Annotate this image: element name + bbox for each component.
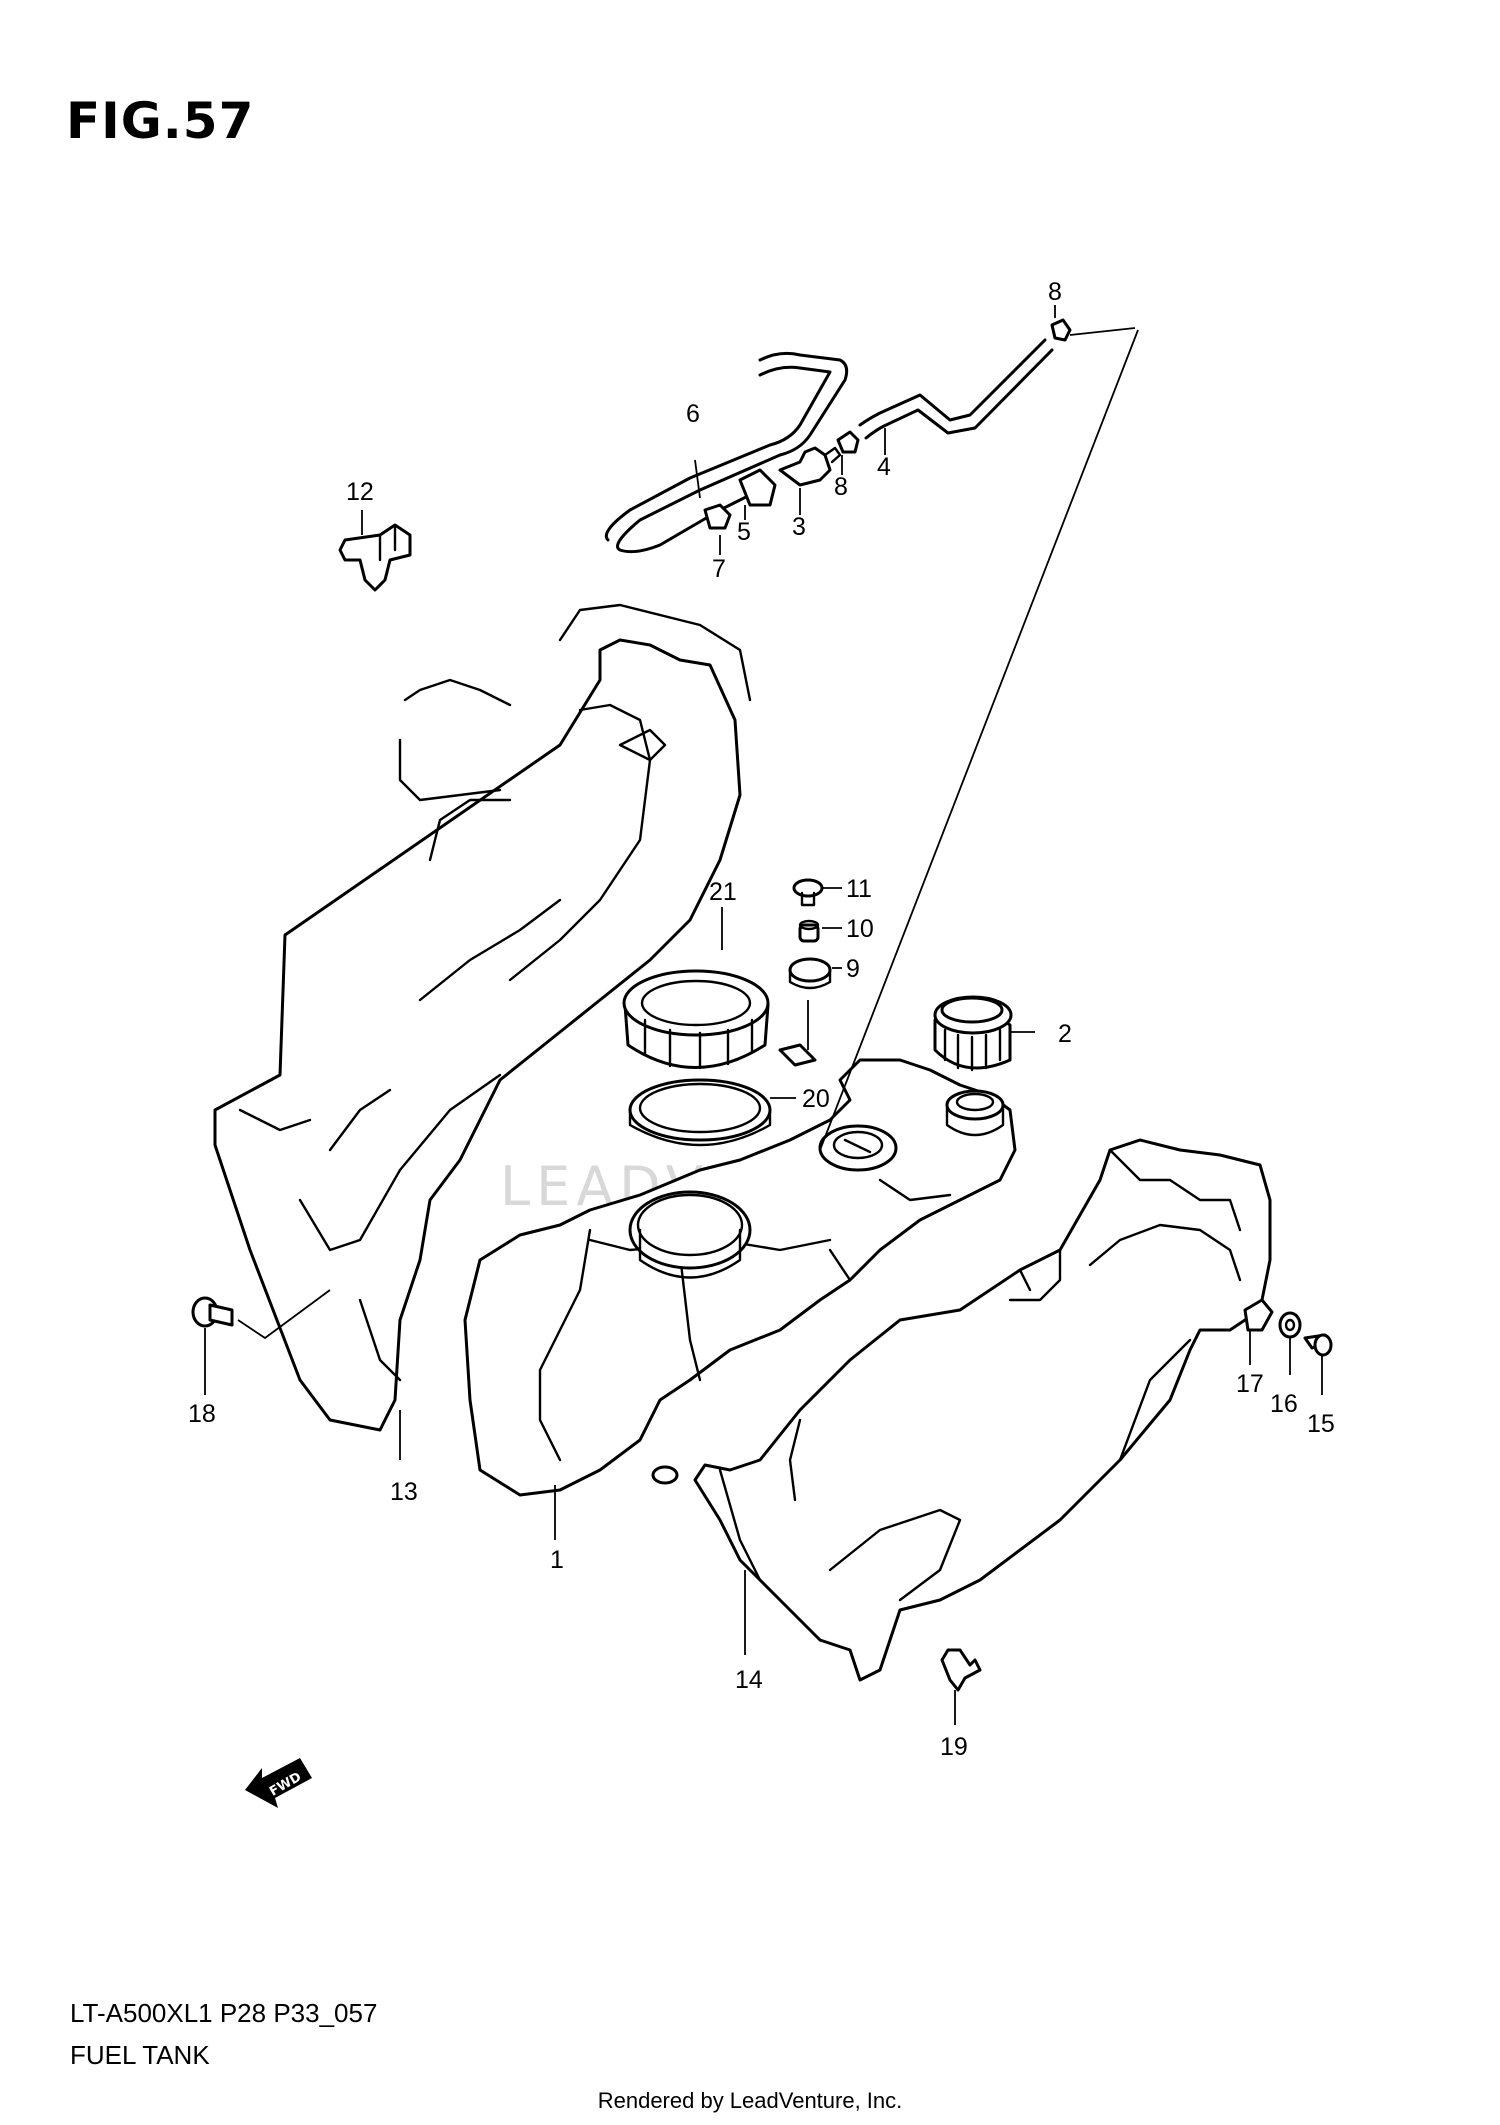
- leader-line-18: [237, 1289, 331, 1340]
- part-18-bolt[interactable]: [191, 1296, 234, 1328]
- part-4-hose[interactable]: [858, 338, 1054, 440]
- callout-16: 16: [1270, 1390, 1298, 1418]
- part-13-left-cover[interactable]: [213, 603, 752, 1432]
- part-12-clamp[interactable]: [338, 523, 412, 592]
- part-1-fuel-tank[interactable]: [463, 1058, 1017, 1497]
- part-20-gasket[interactable]: [628, 1078, 772, 1147]
- fwd-arrow: FWD: [245, 1758, 312, 1808]
- part-7-clip[interactable]: [703, 503, 732, 530]
- callout-15: 15: [1307, 1410, 1335, 1438]
- callout-10: 10: [846, 915, 874, 943]
- part-11-bolt[interactable]: [792, 878, 824, 907]
- part-8-clip-lower[interactable]: [836, 430, 860, 454]
- figure-title: FIG.57: [66, 92, 255, 150]
- model-code: LT-A500XL1 P28 P33_057: [70, 1998, 378, 2028]
- callout-17: 17: [1236, 1370, 1264, 1398]
- part-8-clip-upper[interactable]: [1050, 318, 1072, 342]
- callout-12: 12: [346, 478, 374, 506]
- reference-line-top: [1069, 327, 1136, 336]
- callout-1: 1: [550, 1546, 564, 1574]
- part-10-collar[interactable]: [798, 919, 820, 943]
- part-3-valve[interactable]: [778, 446, 842, 487]
- callout-4: 4: [877, 453, 891, 481]
- part-14-right-cover[interactable]: [693, 1138, 1272, 1682]
- part-19-push-rivet[interactable]: [940, 1648, 982, 1692]
- part-5-clamp[interactable]: [738, 468, 777, 507]
- callout-14: 14: [735, 1666, 763, 1694]
- callout-6: 6: [686, 400, 700, 428]
- callout-7: 7: [712, 555, 726, 583]
- diagram-name: FUEL TANK: [70, 2040, 210, 2070]
- tank-vent-valve-mount: [818, 1124, 898, 1172]
- callout-5: 5: [737, 518, 751, 546]
- callout-18: 18: [188, 1400, 216, 1428]
- callout-2: 2: [1058, 1020, 1072, 1048]
- callout-9: 9: [846, 955, 860, 983]
- callout-11: 11: [846, 875, 872, 903]
- callout-8b: 8: [834, 473, 848, 501]
- tank-bracket-tab: [778, 1043, 817, 1067]
- part-6-breather-hose[interactable]: [604, 351, 849, 554]
- reference-line: [819, 329, 1139, 1151]
- part-17-collar[interactable]: [1243, 1298, 1274, 1332]
- callout-20: 20: [802, 1085, 830, 1113]
- callout-21: 21: [709, 878, 737, 906]
- part-15-bolt[interactable]: [1303, 1333, 1333, 1357]
- part-21-lock-ring[interactable]: [622, 969, 770, 1070]
- leader-lines: [204, 305, 1323, 1725]
- callout-13: 13: [390, 1478, 418, 1506]
- callout-8a: 8: [1048, 278, 1062, 306]
- rendered-by-footer: Rendered by LeadVenture, Inc.: [597, 2088, 903, 2113]
- callout-3: 3: [792, 513, 806, 541]
- callout-labels: 8 6 4 8 3 5 7 12 21 11 10 9 2 20 18 17 1…: [188, 278, 1335, 1761]
- part-2-fuel-cap[interactable]: [933, 995, 1013, 1072]
- tank-filler-neck: [945, 1089, 1005, 1137]
- part-9-grommet[interactable]: [788, 957, 832, 990]
- callout-19: 19: [940, 1733, 968, 1761]
- part-16-washer[interactable]: [1278, 1311, 1302, 1339]
